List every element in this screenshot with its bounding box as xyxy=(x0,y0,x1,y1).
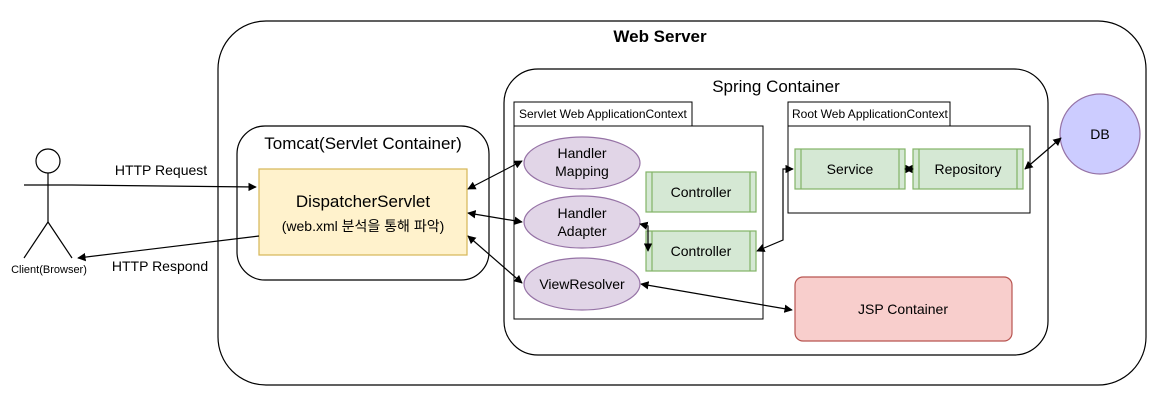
tomcat-title: Tomcat(Servlet Container) xyxy=(264,134,461,153)
adapter-controller-link xyxy=(639,221,653,252)
client-actor-icon xyxy=(23,148,73,259)
dispatcher-adapter-link xyxy=(467,210,523,225)
dispatcher-mapping-link xyxy=(467,160,523,190)
jsp-container-node xyxy=(794,276,1013,342)
db-label: DB xyxy=(1090,126,1109,142)
view-resolver-node xyxy=(523,257,641,311)
jsp-container-label: JSP Container xyxy=(858,301,948,317)
root-context-title: Root Web ApplicationContext xyxy=(792,107,949,121)
db-node xyxy=(1059,93,1141,175)
servlet-context-title: Servlet Web ApplicationContext xyxy=(519,107,688,121)
controller-2-label: Controller xyxy=(671,243,732,259)
http-request-arrow xyxy=(71,182,257,192)
handler-mapping-node xyxy=(523,136,641,190)
controller-1-node xyxy=(645,171,757,213)
handler-adapter-line2: Adapter xyxy=(557,223,606,239)
dispatcher-servlet-subtitle: (web.xml 분석을 통해 파악) xyxy=(282,218,445,234)
view-resolver-label: ViewResolver xyxy=(539,276,625,292)
dispatcher-viewresolver-link xyxy=(467,235,523,284)
spring-container-title: Spring Container xyxy=(712,77,840,96)
http-respond-arrow xyxy=(77,235,260,262)
http-request-label: HTTP Request xyxy=(115,162,207,178)
web-server-title: Web Server xyxy=(613,27,707,46)
http-respond-label: HTTP Respond xyxy=(112,258,208,274)
dispatcher-servlet-box xyxy=(258,168,468,256)
service-node xyxy=(794,148,906,190)
handler-mapping-line2: Mapping xyxy=(555,163,609,179)
repository-node xyxy=(912,148,1024,190)
handler-adapter-node xyxy=(523,195,641,249)
controller-service-link xyxy=(756,164,794,252)
repository-db-link xyxy=(1024,137,1062,170)
dispatcher-servlet-title: DispatcherServlet xyxy=(296,192,430,211)
controller-1-label: Controller xyxy=(671,184,732,200)
viewresolver-jsp-link xyxy=(640,281,793,313)
servlet-context-tab xyxy=(513,101,693,127)
handler-mapping-line1: Handler xyxy=(557,145,606,161)
handler-adapter-line1: Handler xyxy=(557,205,606,221)
client-label: Client(Browser) xyxy=(11,264,87,276)
service-label: Service xyxy=(827,161,874,177)
repository-label: Repository xyxy=(935,161,1002,177)
